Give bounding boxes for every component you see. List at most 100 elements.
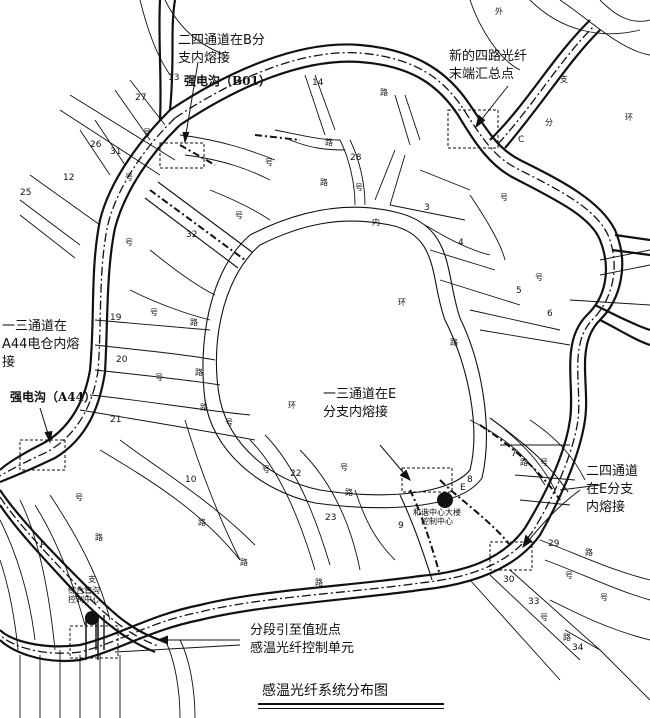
block-number: 14 — [312, 78, 324, 88]
annotation-line: 分支内熔接 — [323, 405, 389, 420]
annotation-line: 新的四路光纤 — [449, 49, 528, 64]
road-label: 路 — [585, 547, 593, 557]
annotation-line: A44电仓内熔 — [2, 337, 80, 352]
road-label: 分 — [545, 118, 553, 127]
block-number: 10 — [185, 475, 197, 485]
road-label: 路 — [563, 632, 571, 642]
annotation-line: 一三通道在 — [2, 319, 68, 334]
road-label: 号 — [340, 463, 348, 472]
road-label: 路 — [520, 457, 528, 467]
annotation-line: 支内熔接 — [178, 51, 231, 66]
road-label: 路 — [200, 402, 208, 412]
annotation-line: 二四通道在B分 — [178, 33, 265, 48]
splice-box-a44 — [19, 439, 66, 471]
node-label-c: C — [518, 135, 524, 145]
label-a44: 强电沟（A44） — [10, 390, 97, 404]
block-number: 20 — [116, 355, 128, 365]
block-number: 28 — [350, 153, 362, 163]
block-number: 13 — [168, 73, 179, 83]
block-number: 12 — [63, 173, 74, 183]
road-label: 路 — [315, 577, 323, 587]
fiber-branches — [95, 134, 569, 650]
block-number: 26 — [90, 140, 102, 150]
node-label-e: E — [460, 483, 466, 493]
control-center-dot — [437, 492, 453, 508]
block-number: 5 — [516, 286, 522, 296]
block-number: 7 — [511, 449, 517, 459]
road-label: 路 — [240, 557, 248, 567]
annotation-line: 分段引至值班点 — [250, 623, 342, 638]
annotation-line: 末端汇总点 — [449, 67, 515, 82]
block-number: 9 — [398, 521, 404, 531]
control-centers — [85, 492, 453, 660]
block-number: 30 — [503, 575, 515, 585]
block-number: 3 — [424, 203, 430, 213]
control-center-label: 和谐中心大楼 控制中心 — [413, 508, 461, 526]
block-number: 4 — [458, 238, 464, 248]
road-label: 号 — [225, 418, 233, 427]
road-label: 号 — [125, 173, 133, 182]
pipe-center-label: 综合管沟 控制中心 — [68, 586, 100, 604]
road-label: 号 — [262, 465, 270, 474]
road-label: 路 — [195, 367, 203, 377]
splice-box-e — [401, 467, 453, 493]
label-b01: 强电沟（B01） — [184, 74, 271, 88]
road-label: 支 — [88, 574, 96, 584]
splice-box-e-right — [489, 541, 533, 571]
title-underline-thin — [258, 708, 444, 709]
road-label: 路 — [325, 137, 333, 147]
road-label: 号 — [540, 613, 548, 622]
annotation-line: 在E分支 — [586, 482, 634, 497]
annotation-section: 分段引至值班点 感温光纤控制单元 — [250, 622, 354, 658]
annotation-line: 一三通道在E — [323, 387, 397, 402]
road-label: 号 — [155, 373, 163, 382]
road-label: 路 — [95, 532, 103, 542]
road-label: 号 — [565, 571, 573, 580]
annotation-line: 内熔接 — [586, 500, 626, 515]
annotation-line: 接 — [2, 355, 16, 370]
road-label: 号 — [235, 211, 243, 220]
road-label: 路 — [450, 337, 458, 347]
road-label: 路 — [345, 487, 353, 497]
block-number: 29 — [548, 539, 560, 549]
block-number: 19 — [110, 313, 122, 323]
block-number: 32 — [186, 230, 197, 240]
road-label: 路 — [190, 317, 198, 327]
road-label: 环 — [288, 401, 296, 410]
block-number: 22 — [290, 469, 301, 479]
outer-ring-road — [0, 0, 650, 663]
facility-line: 控制中心 — [68, 595, 100, 604]
facility-line: 和谐中心大楼 — [413, 508, 461, 517]
leader-arrows — [39, 61, 581, 653]
block-number: 27 — [135, 93, 146, 103]
annotation-line: 感温光纤控制单元 — [250, 641, 355, 656]
road-label: 外 — [495, 6, 503, 16]
road-label: 路 — [380, 87, 388, 97]
inner-loop-road — [202, 206, 487, 509]
block-number: 34 — [572, 643, 584, 653]
block-number: 25 — [20, 188, 31, 198]
block-number: 6 — [547, 309, 553, 319]
road-label: 号 — [150, 308, 158, 317]
road-label: 路 — [320, 177, 328, 187]
block-number: 8 — [467, 475, 473, 485]
annotation-new-four: 新的四路光纤 末端汇总点 — [449, 48, 527, 84]
block-number: 23 — [325, 513, 336, 523]
block-numbers: 13 14 27 26 31 12 25 28 3 4 5 6 32 19 20… — [20, 73, 584, 653]
road-label: 号 — [540, 458, 548, 467]
facility-line: 综合管沟 — [68, 586, 100, 595]
road-label: 号 — [265, 158, 273, 167]
road-label: 号 — [75, 493, 83, 502]
road-label: 号 — [355, 183, 363, 192]
annotation-e-right: 二四通道 在E分支 内熔接 — [586, 463, 638, 517]
road-label: 环 — [398, 298, 406, 307]
road-label: 路 — [198, 517, 206, 527]
annotation-b-branch: 二四通道在B分 支内熔接 — [178, 32, 265, 68]
annotation-line: 二四通道 — [586, 464, 639, 479]
title-underline — [258, 703, 444, 705]
road-label: 支 — [560, 74, 568, 84]
map-title: 感温光纤系统分布图 — [262, 683, 388, 699]
block-number: 33 — [528, 597, 539, 607]
